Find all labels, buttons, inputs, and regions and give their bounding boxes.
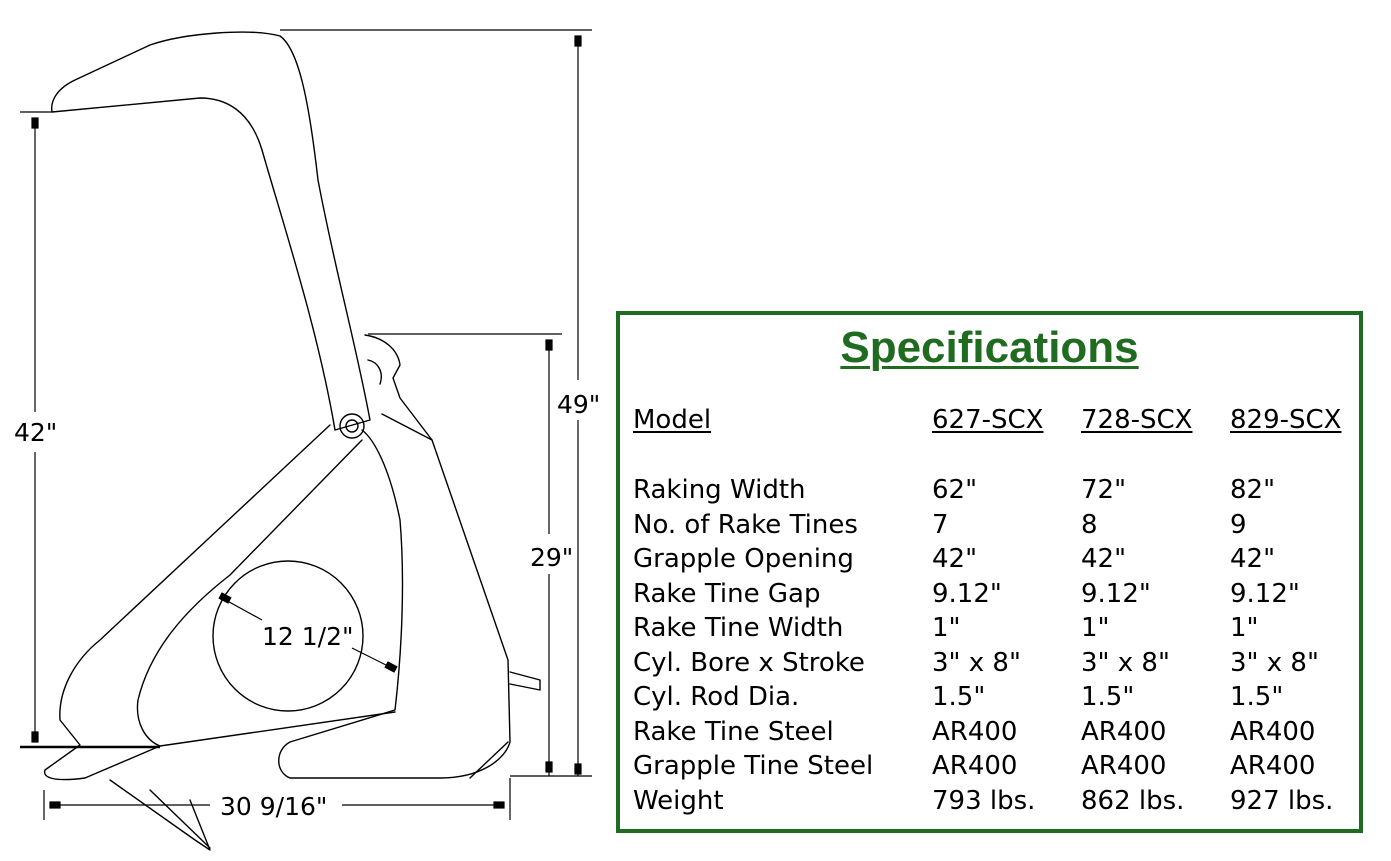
spec-row-value: 1.5" xyxy=(1230,682,1284,712)
spec-row-label: Rake Tine Width xyxy=(633,613,844,643)
header-model-829: 829-SCX xyxy=(1230,405,1342,435)
pivot-pin xyxy=(339,413,365,439)
header-model-627: 627-SCX xyxy=(932,405,1044,435)
specifications-panel: Specifications Model 627-SCX 728-SCX 829… xyxy=(616,311,1363,833)
spec-row-label: Cyl. Rod Dia. xyxy=(633,682,800,712)
spec-row-value: 1" xyxy=(1230,613,1259,643)
spec-row-value: 3" x 8" xyxy=(932,647,1021,678)
spec-row-label: No. of Rake Tines xyxy=(633,509,858,540)
grapple-side-view-drawing: 42" 49" 29" 12 1/2" 30 9/16" xyxy=(14,29,600,851)
spec-row-value: 9.12" xyxy=(1081,578,1151,609)
dimension-42in-label: 42" xyxy=(14,418,57,447)
spec-row-label: Weight xyxy=(633,785,724,816)
spec-row-value: 9.12" xyxy=(1230,578,1300,609)
spec-row-value: 3" x 8" xyxy=(1081,647,1170,678)
spec-row-value: 1" xyxy=(932,613,961,643)
rake-tine xyxy=(109,779,211,851)
spec-row-label: Cyl. Bore x Stroke xyxy=(633,647,865,678)
spec-row-value: 72" xyxy=(1081,475,1127,505)
spec-row-label: Grapple Opening xyxy=(633,544,854,574)
spec-row-value: AR400 xyxy=(1081,751,1167,781)
spec-row-value: 42" xyxy=(1230,544,1276,574)
spec-row-value: 7 xyxy=(932,509,949,540)
spec-row-value: AR400 xyxy=(932,716,1018,747)
spec-row-value: 1" xyxy=(1081,613,1110,643)
spec-row-value: 9.12" xyxy=(932,578,1002,609)
rake-body-outline xyxy=(43,424,396,781)
spec-row-value: AR400 xyxy=(1230,751,1316,781)
header-model: Model xyxy=(633,405,712,435)
spec-row-label: Grapple Tine Steel xyxy=(633,751,874,781)
specifications-title: Specifications xyxy=(840,323,1139,372)
spec-row-value: 862 lbs. xyxy=(1081,785,1185,816)
spec-row-label: Rake Tine Steel xyxy=(633,716,834,747)
dimension-49in-label: 49" xyxy=(557,390,600,419)
spec-row-value: 42" xyxy=(932,544,978,574)
spec-row-value: AR400 xyxy=(1081,716,1167,747)
spec-row-value: 3" x 8" xyxy=(1230,647,1319,678)
spec-row-value: 1.5" xyxy=(1081,682,1135,712)
spec-row-label: Raking Width xyxy=(633,475,806,505)
spec-row-value: 62" xyxy=(932,475,978,505)
grapple-arm-outline xyxy=(51,31,371,431)
spec-row-value: AR400 xyxy=(932,751,1018,781)
dimension-opening-label: 12 1/2" xyxy=(262,622,354,651)
frame-upright-outline xyxy=(278,334,511,779)
spec-row-value: 1.5" xyxy=(932,682,986,712)
header-model-728: 728-SCX xyxy=(1081,405,1193,435)
spec-row-value: 42" xyxy=(1081,544,1127,574)
dimension-29in-label: 29" xyxy=(530,543,573,572)
spec-row-value: 9 xyxy=(1230,509,1247,540)
hose-fitting xyxy=(509,671,541,691)
spec-row-value: 8 xyxy=(1081,509,1098,540)
dimension-depth-label: 30 9/16" xyxy=(220,792,327,821)
spec-row-value: 82" xyxy=(1230,475,1276,505)
spec-row-value: 927 lbs. xyxy=(1230,785,1334,816)
opening-circle xyxy=(212,560,364,712)
spec-row-value: 793 lbs. xyxy=(932,785,1036,816)
spec-row-value: AR400 xyxy=(1230,716,1316,747)
spec-row-label: Rake Tine Gap xyxy=(633,578,821,609)
